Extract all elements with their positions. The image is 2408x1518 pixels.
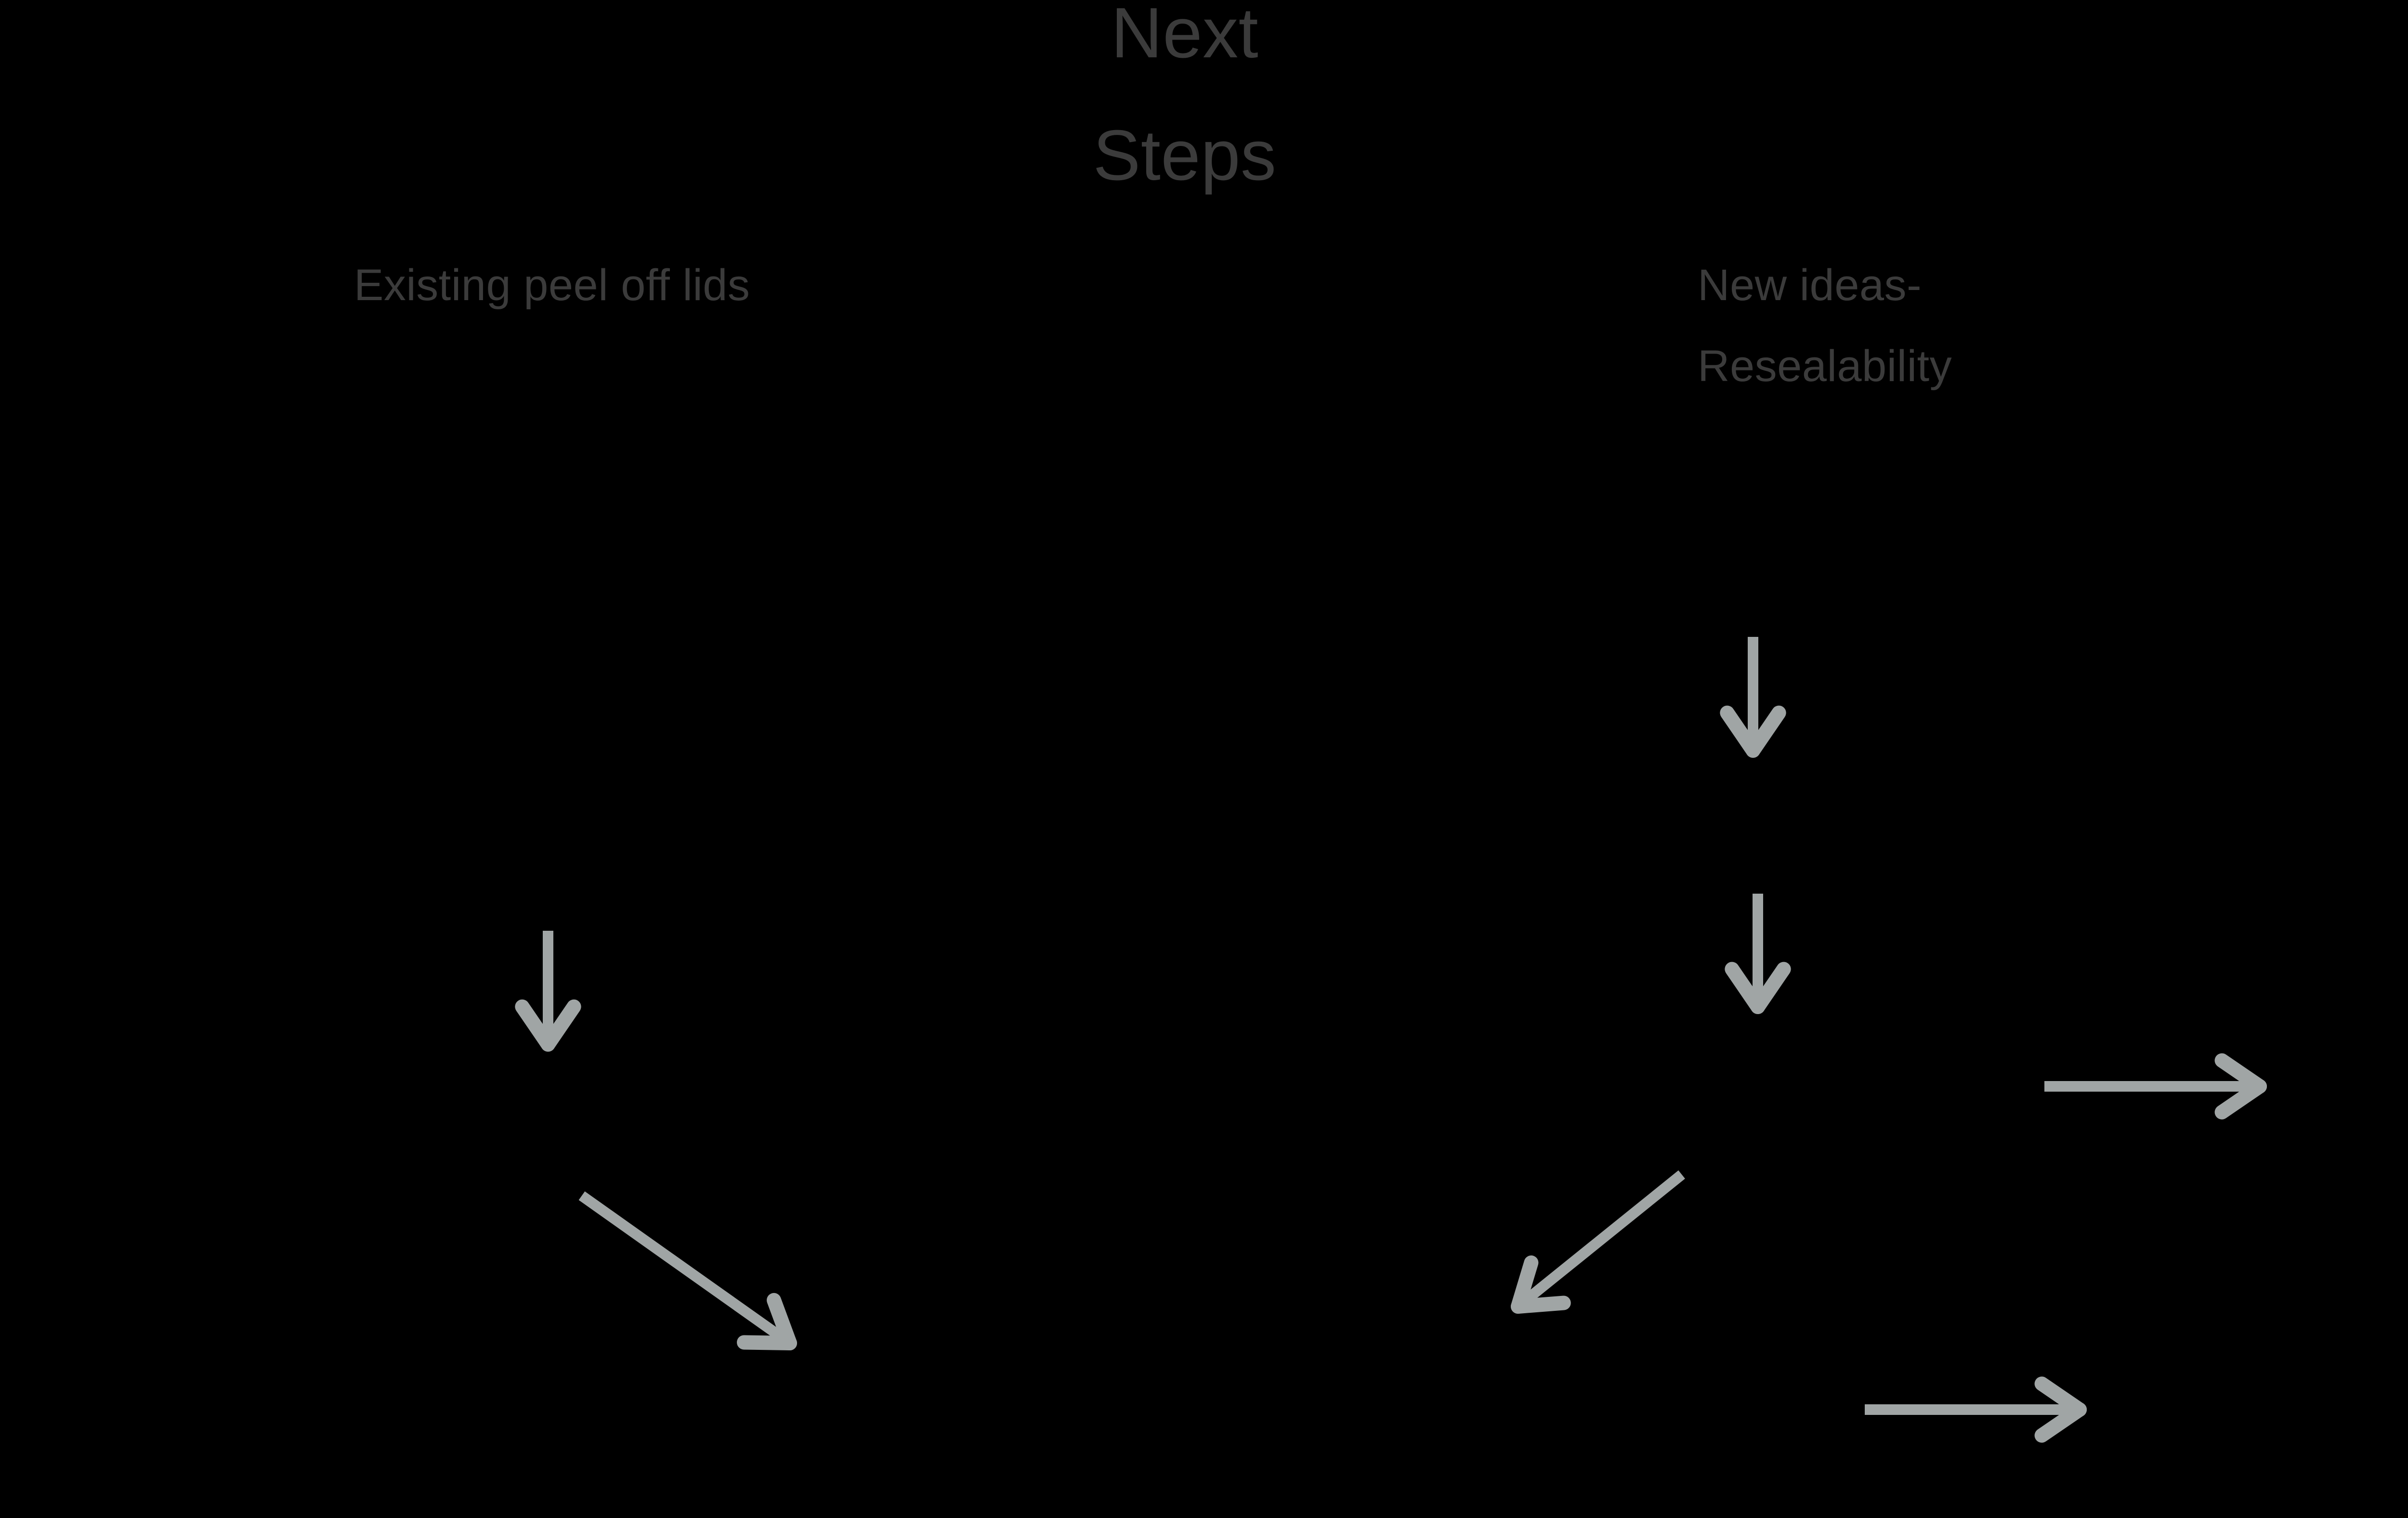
arrow-down-icon[interactable]: [1725, 894, 1791, 1014]
arrow-right-icon[interactable]: [1865, 1376, 2087, 1443]
arrow-right-icon[interactable]: [2044, 1053, 2267, 1120]
arrow-down-icon[interactable]: [515, 931, 581, 1052]
arrow-down-icon[interactable]: [1720, 637, 1786, 758]
arrow-down-right-icon[interactable]: [578, 1191, 797, 1350]
page-title-line1: Next: [1111, 0, 1259, 73]
label-new-ideas: New ideas-: [1698, 261, 1922, 310]
label-existing-peel-off-lids: Existing peel off lids: [354, 261, 750, 310]
arrow-down-left-icon[interactable]: [1511, 1170, 1685, 1314]
label-resealability: Resealability: [1698, 342, 1952, 391]
page-title-line2: Steps: [1093, 116, 1277, 195]
